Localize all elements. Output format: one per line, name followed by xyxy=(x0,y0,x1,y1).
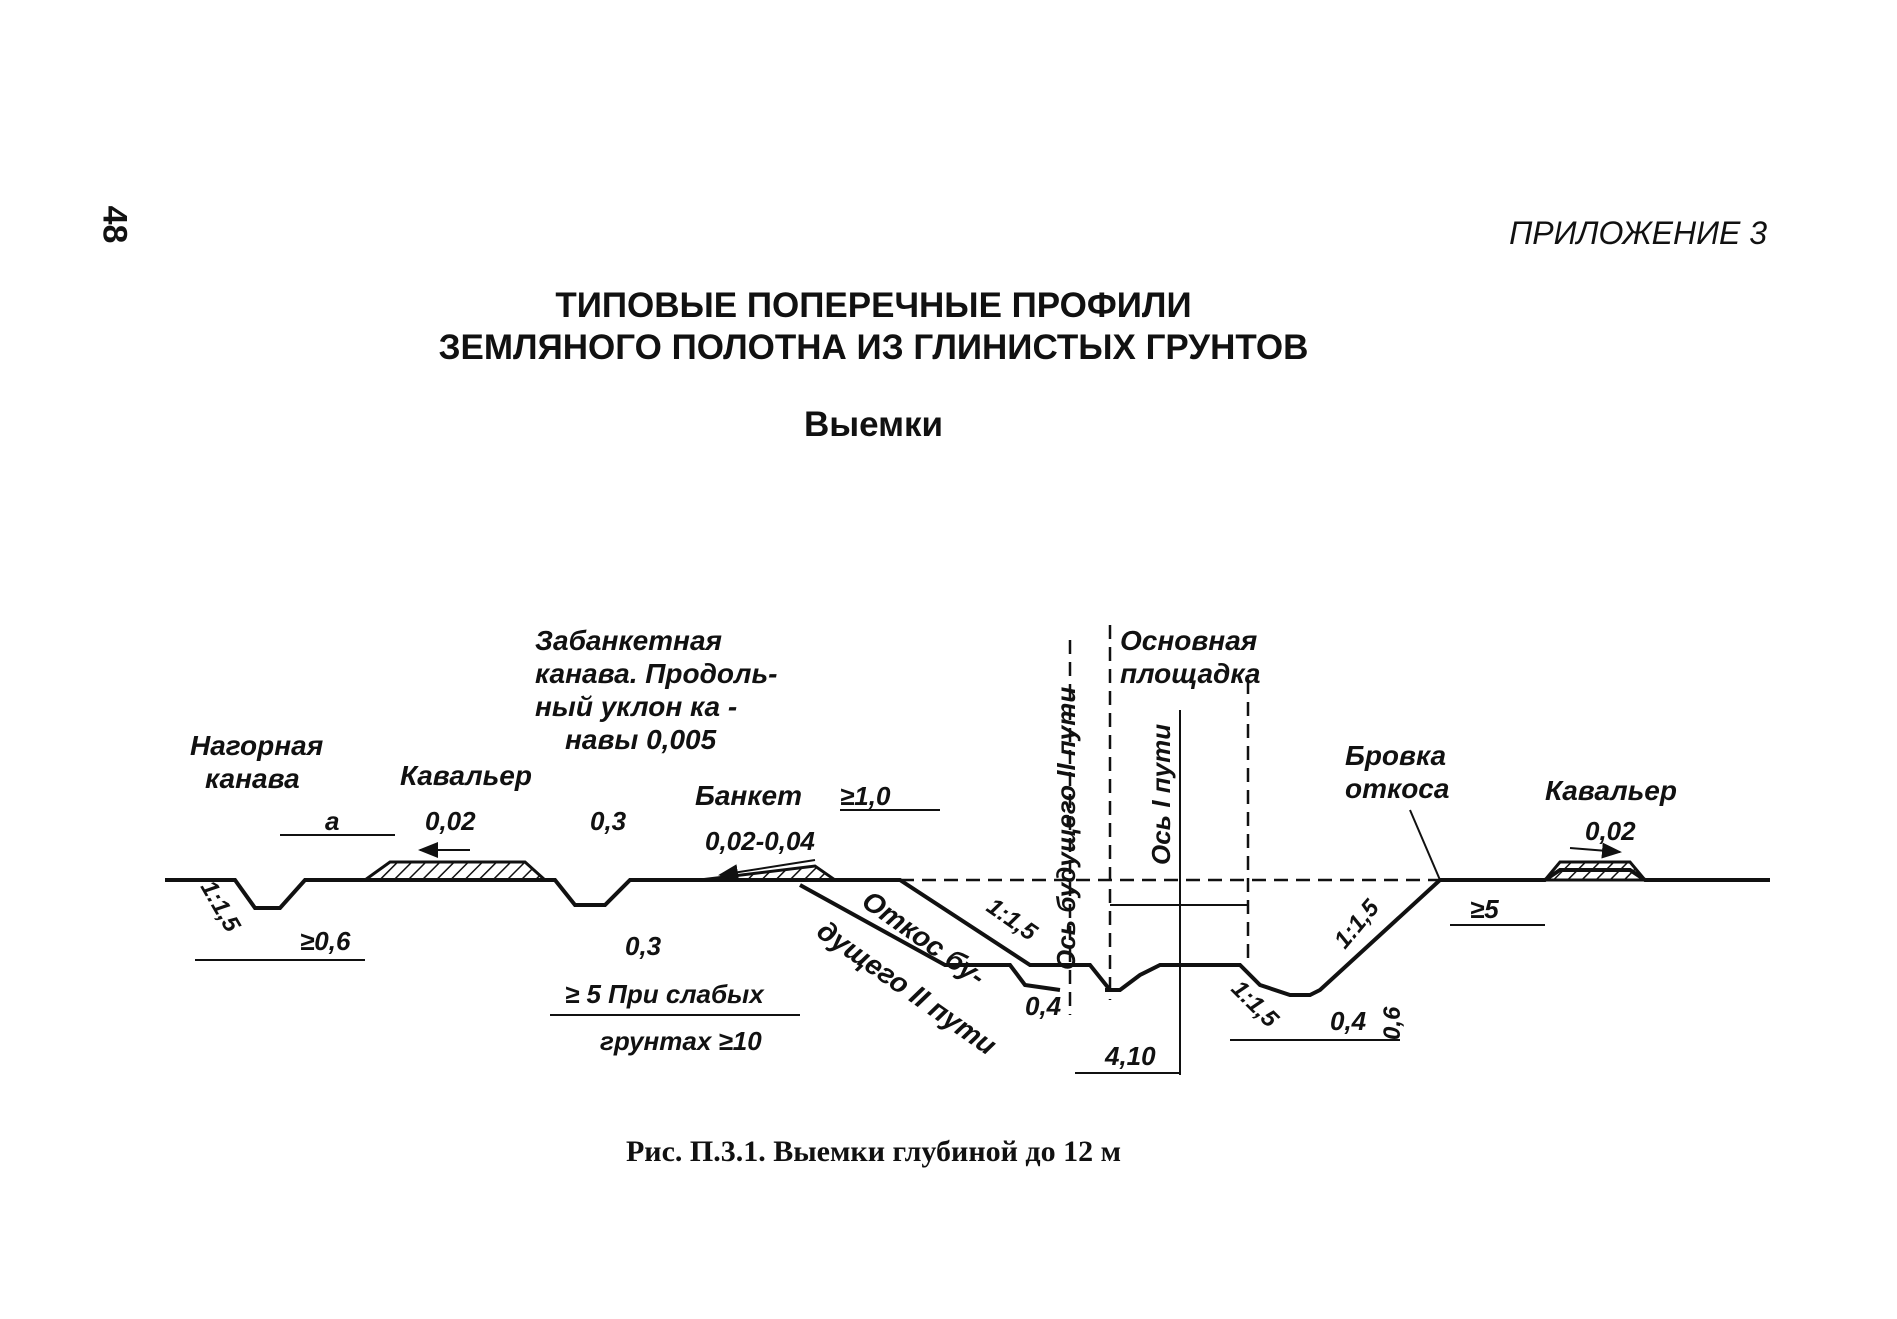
cavalier-left-slope: 0,02 xyxy=(425,806,476,836)
section-profile-center xyxy=(1105,963,1300,997)
cavalier-right-slope: 0,02 xyxy=(1585,816,1636,846)
edge-label-1: Бровка xyxy=(1345,740,1446,771)
dim-ge5-right-label: ≥5 xyxy=(1470,894,1499,924)
zabanket-label-1: Забанкетная xyxy=(535,625,722,656)
upland-ditch-label-2: канава xyxy=(205,763,300,794)
dim-04-center-label: 0,4 xyxy=(1025,991,1062,1021)
banket-arrow xyxy=(718,859,816,881)
dim-a-label: a xyxy=(325,806,339,836)
slope-label-right: 1:1,5 xyxy=(1329,894,1385,954)
zabanket-label-4: навы 0,005 xyxy=(565,724,717,755)
page-title: ТИПОВЫЕ ПОПЕРЕЧНЫЕ ПРОФИЛИ ЗЕМЛЯНОГО ПОЛ… xyxy=(0,285,1897,369)
dim-06-label: 0,6 xyxy=(1379,1006,1406,1040)
cavalier-left-mound xyxy=(360,860,549,882)
axis-1-label: Ось I пути xyxy=(1146,724,1176,865)
main-platform-label-1: Основная xyxy=(1120,625,1257,656)
section-profile-left xyxy=(165,878,1120,992)
cavalier-left-label: Кавальер xyxy=(400,760,532,791)
section-profile-right xyxy=(1300,868,1770,997)
dim-ge1-label: ≥1,0 xyxy=(840,781,891,811)
future-track-slope xyxy=(799,883,1061,992)
title-line-1: ТИПОВЫЕ ПОПЕРЕЧНЫЕ ПРОФИЛИ xyxy=(555,286,1192,325)
slope-label-right-inner: 1:1,5 xyxy=(1226,975,1284,1033)
dim-03-lower-label: 0,3 xyxy=(625,931,662,961)
zabanket-label-2: канава. Продоль- xyxy=(535,658,777,689)
dim-ge06-label: ≥0,6 xyxy=(300,926,351,956)
appendix-label: ПРИЛОЖЕНИЕ 3 xyxy=(1509,215,1767,251)
edge-leader-line xyxy=(1409,809,1441,881)
figure-caption: Рис. П.3.1. Выемки глубиной до 12 м xyxy=(0,1135,1897,1169)
cavalier-right-label: Кавальер xyxy=(1545,775,1677,806)
title-line-2: ЗЕМЛЯНОГО ПОЛОТНА ИЗ ГЛИНИСТЫХ ГРУНТОВ xyxy=(438,328,1309,367)
subtitle-text: Выемки xyxy=(803,405,944,444)
figure-caption-text: Рис. П.3.1. Выемки глубиной до 12 м xyxy=(625,1135,1121,1168)
dim-410-label: 4,10 xyxy=(1104,1041,1156,1071)
dim-ge5-weak-label-1: ≥ 5 При слабых xyxy=(565,979,765,1009)
upland-ditch-label-1: Нагорная xyxy=(190,730,323,761)
banket-label: Банкет xyxy=(695,780,802,811)
zabanket-label-3: ный уклон ка - xyxy=(535,691,737,722)
cavalier-right-mound xyxy=(1541,860,1649,882)
dim-ge5-weak-label-2: грунтах ≥10 xyxy=(600,1026,762,1056)
cavalier-right-arrow xyxy=(1569,842,1622,859)
edge-label-2: откоса xyxy=(1345,773,1449,804)
main-platform-label-2: площадка xyxy=(1120,658,1260,689)
dim-03-label: 0,3 xyxy=(590,806,627,836)
banket-slope-label: 0,02-0,04 xyxy=(705,826,815,856)
future-axis-label: Ось будущего II пути xyxy=(1051,687,1081,970)
dim-04-right-label: 0,4 xyxy=(1330,1006,1367,1036)
subtitle: Выемки xyxy=(0,405,1897,445)
